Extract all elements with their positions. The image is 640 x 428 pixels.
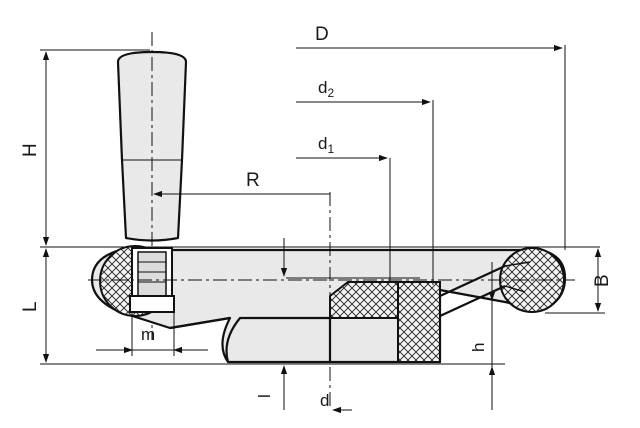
label-D: D [315, 24, 329, 45]
label-m: m [141, 325, 155, 344]
label-l: l [255, 394, 274, 398]
label-d: d [320, 391, 329, 410]
extension-lines [40, 45, 605, 410]
label-B: B [592, 274, 613, 287]
label-d2: d2 [318, 78, 334, 100]
wheel-body [90, 245, 567, 364]
label-R: R [246, 170, 260, 191]
label-L: L [20, 301, 41, 312]
label-h: h [469, 343, 488, 352]
label-d1: d1 [318, 134, 334, 156]
label-H: H [20, 143, 41, 157]
